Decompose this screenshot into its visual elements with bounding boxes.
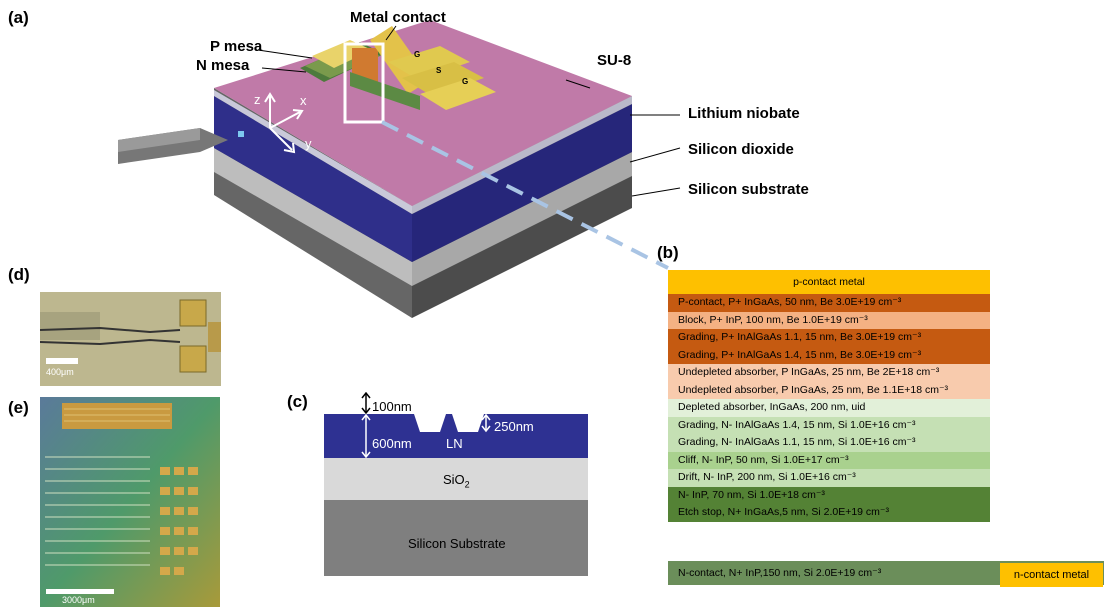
stack-layer: Cliff, N- InP, 50 nm, Si 1.0E+17 cm⁻³ [668,451,990,469]
label-p-mesa: P mesa [210,38,263,55]
sio2-band-side [412,152,632,286]
waveguide-mode [238,131,244,137]
cross-section: 100nm 600nm 250nm LN SiO2 Silicon Substr… [324,392,588,576]
scale-label-d: 400μm [46,367,74,377]
stack-layer: P-contact, P+ InGaAs, 50 nm, Be 3.0E+19 … [668,294,990,312]
stack-layer: Drift, N- InP, 200 nm, Si 1.0E+16 cm⁻³ [668,469,990,487]
stack-layer: Grading, P+ InAlGaAs 1.1, 15 nm, Be 3.0E… [668,329,990,347]
microscope-photo-d: 400μm [40,292,221,386]
label-silicon-substrate-cs: Silicon Substrate [408,536,506,551]
sio2-layer [324,458,588,500]
panel-label-b: (b) [657,243,679,262]
stack-layer: Grading, N- InAlGaAs 1.1, 15 nm, Si 1.0E… [668,434,990,452]
microscope-photo-e: 3000μm [40,397,220,607]
label-n-mesa: N mesa [196,57,250,74]
pad-g2 [420,78,496,110]
stack-layer: Grading, P+ InAlGaAs 1.4, 15 nm, Be 3.0E… [668,346,990,364]
ln-top-line [214,90,412,214]
stack-layer: Undepleted absorber, P InGaAs, 25 nm, Be… [668,364,990,382]
pad-g2-label: G [462,77,469,86]
axis-z-label: z [254,92,261,107]
label-su8: SU-8 [597,52,632,69]
panel-label-a: (a) [8,8,29,27]
pad-g1-label: G [414,50,421,59]
stack-layer: Grading, N- InAlGaAs 1.4, 15 nm, Si 1.0E… [668,416,990,434]
label-250nm: 250nm [494,419,534,434]
label-silicon-dioxide: Silicon dioxide [688,141,794,158]
p-mesa [312,40,372,68]
stack-layer: Depleted absorber, InGaAs, 200 nm, uid [668,399,990,417]
stack-layer: N- InP, 70 nm, Si 1.0E+18 cm⁻³ [668,486,990,504]
scale-bar-e [46,589,114,594]
stack-layer: Undepleted absorber, P InGaAs, 25 nm, Be… [668,381,990,399]
label-600nm: 600nm [372,436,412,451]
p-contact-metal: p-contact metal [668,270,990,294]
ln-band-side [412,104,632,262]
zoom-dashed-line [381,120,669,270]
silicon-substrate-layer [324,500,588,576]
panel-label-e: (e) [8,398,29,417]
label-lithium-niobate: Lithium niobate [688,105,800,122]
axis-y-label: y [305,136,312,151]
pad-g1 [388,46,470,80]
label-metal-contact: Metal contact [350,9,446,26]
label-silicon-substrate: Silicon substrate [688,181,809,198]
axes-glyph [264,92,304,154]
label-sio2: SiO2 [443,472,470,490]
stack-layer: Block, P+ InP, 100 nm, Be 1.0E+19 cm⁻³ [668,311,990,329]
label-ln: LN [446,436,463,451]
panel-label-d: (d) [8,265,30,284]
ln-band-front [214,96,412,262]
panel-label-c: (c) [287,392,308,411]
axis-x-label: x [300,93,307,108]
label-100nm: 100nm [372,399,412,414]
pad-s [402,62,484,96]
scale-bar-d [46,358,78,364]
stack-layer: Etch stop, N+ InGaAs,5 nm, Si 2.0E+19 cm… [668,504,990,522]
n-contact-metal: n-contact metal [1000,563,1103,587]
scale-label-e: 3000μm [62,595,95,605]
pad-s-label: S [436,66,442,75]
sio2-band-front [214,148,412,286]
